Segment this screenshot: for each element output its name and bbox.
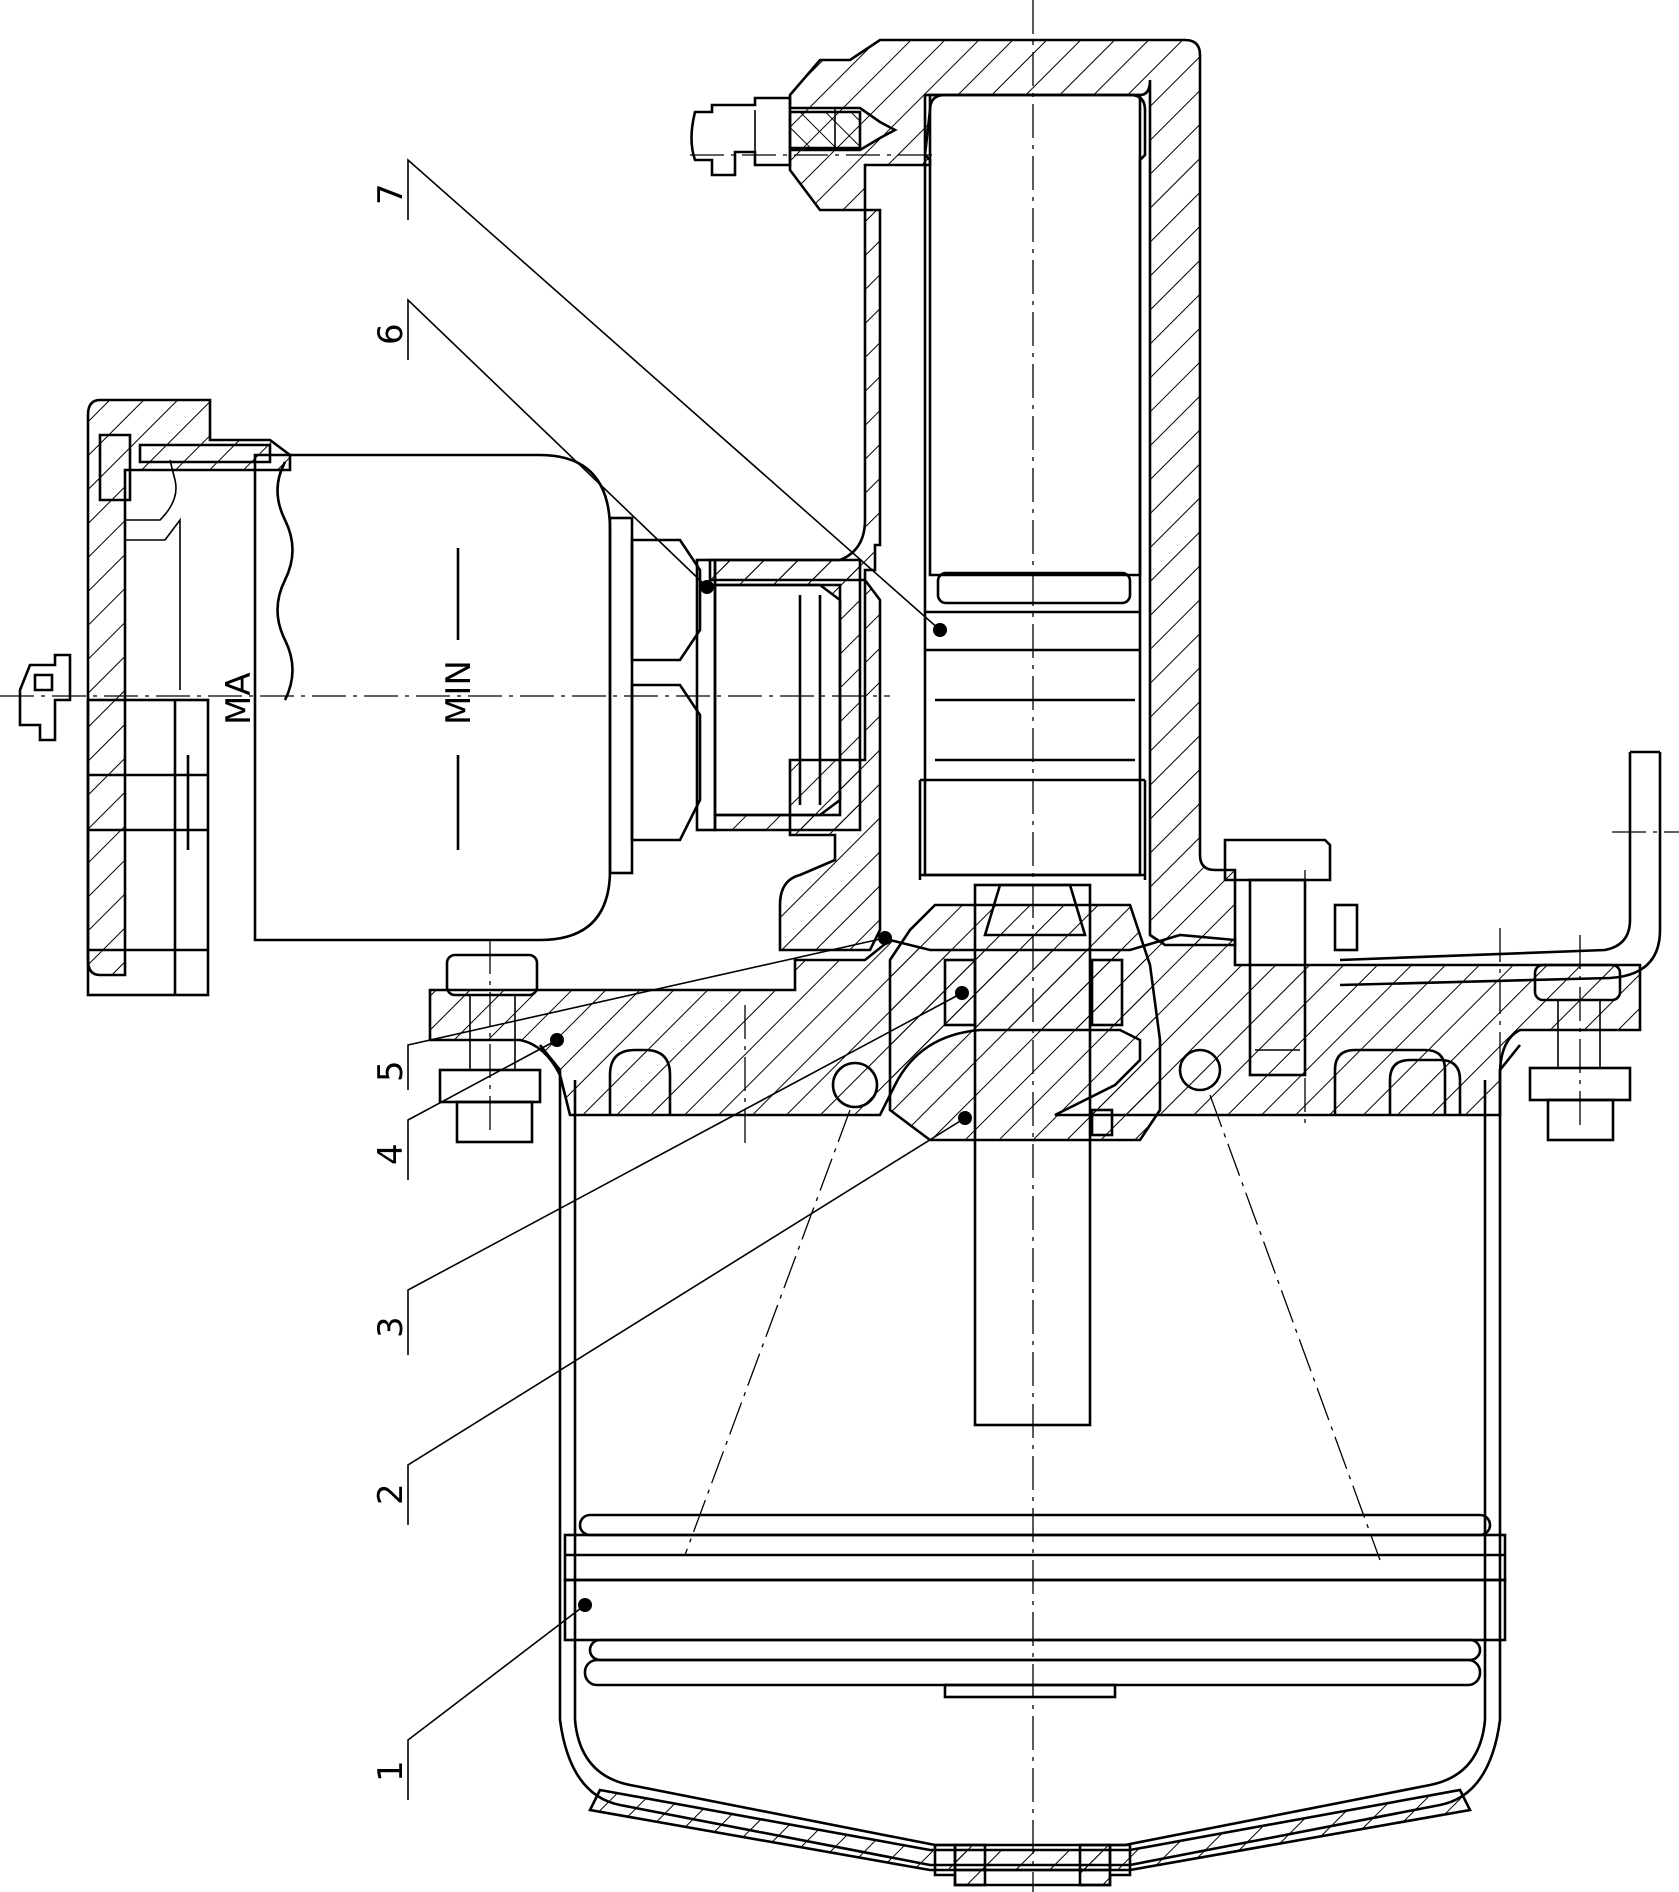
callout-4: 4 — [371, 1143, 411, 1165]
reservoir-cap — [18, 398, 292, 997]
callout-labels: 1 2 3 4 5 6 7 — [371, 183, 411, 1782]
bracket-pipe — [1339, 750, 1662, 987]
leader-lines — [407, 158, 966, 1800]
internal-piston — [563, 1094, 1507, 1699]
callout-6: 6 — [371, 323, 411, 345]
min-level-label: MIN — [439, 660, 479, 725]
center-bolt — [1223, 838, 1359, 1077]
bleed-valve — [690, 96, 898, 177]
fluid-reservoir: MIN MA — [186, 453, 702, 942]
max-level-label: MA — [219, 672, 259, 725]
callout-3: 3 — [371, 1316, 411, 1338]
callout-5: 5 — [371, 1060, 411, 1082]
callout-7: 7 — [371, 183, 411, 205]
callout-1: 1 — [371, 1760, 411, 1782]
left-bolt — [438, 953, 542, 1144]
cylinder-housing — [708, 38, 1237, 952]
reservoir-port — [695, 558, 862, 832]
callout-2: 2 — [371, 1483, 411, 1505]
right-bolt — [1528, 963, 1632, 1142]
booster-can — [538, 1044, 1522, 1887]
plunger-boss — [888, 883, 1162, 1427]
